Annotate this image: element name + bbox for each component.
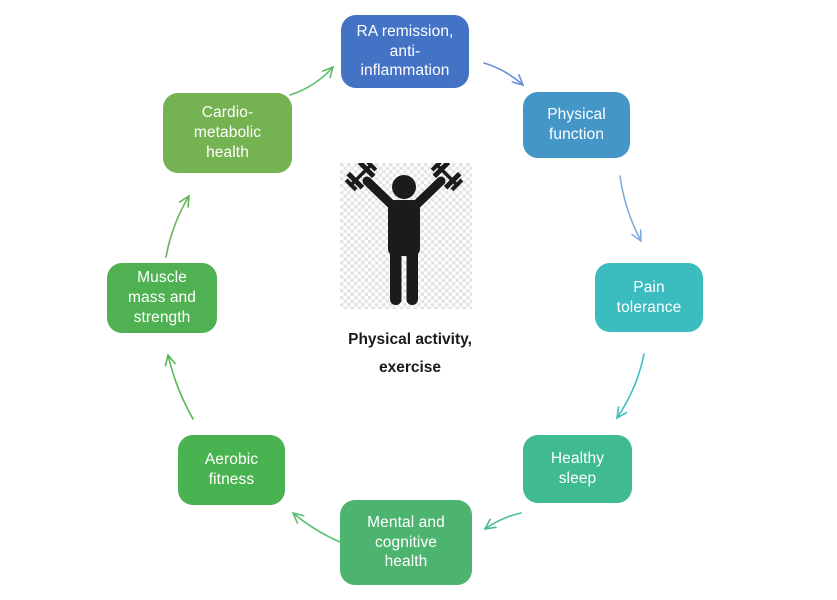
arrow-healthy-sleep-to-mental-cognitive-health [483, 512, 522, 531]
node-aerobic-fitness: Aerobic fitness [178, 435, 285, 505]
arrow-aerobic-fitness-to-muscle-mass-strength [164, 353, 194, 420]
node-physical-function: Physical function [523, 92, 630, 158]
exercise-figure-icon [344, 163, 464, 305]
node-cardio-metabolic-health: Cardio- metabolic health [163, 93, 292, 173]
center-caption: Physical activity, exercise [348, 331, 472, 376]
arrow-muscle-mass-strength-to-cardio-metabolic-health [165, 194, 190, 258]
node-muscle-mass-strength: Muscle mass and strength [107, 263, 217, 333]
node-pain-tolerance: Pain tolerance [595, 263, 703, 332]
node-ra-remission: RA remission, anti- inflammation [341, 15, 469, 88]
node-mental-cognitive-health: Mental and cognitive health [340, 500, 472, 585]
arrow-physical-function-to-pain-tolerance [619, 175, 642, 243]
arrow-cardio-metabolic-health-to-ra-remission [289, 65, 335, 96]
arrow-ra-remission-to-physical-function [483, 62, 525, 87]
arrow-mental-cognitive-health-to-aerobic-fitness [291, 511, 341, 543]
exercise-figure-with-dumbbells-icon [340, 163, 472, 309]
node-healthy-sleep: Healthy sleep [523, 435, 632, 503]
arrow-pain-tolerance-to-healthy-sleep [615, 353, 645, 420]
